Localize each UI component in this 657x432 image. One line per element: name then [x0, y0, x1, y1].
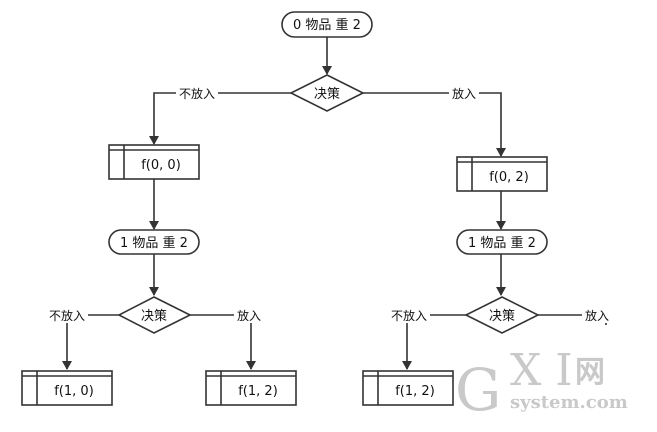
edge-label-right-left: 不放入	[391, 308, 427, 323]
node-item1-right	[456, 229, 548, 255]
label-decision-right: 决策	[489, 308, 515, 324]
watermark: G X I 网 system.com	[455, 345, 628, 424]
edge-label-right-right: 放入	[585, 308, 609, 323]
label-decision-top: 决策	[314, 86, 340, 102]
watermark-net: 网	[575, 355, 605, 390]
watermark-g: G	[455, 356, 501, 424]
node-labels: 0 物品 重 2 决策 f(0, 0) f(0, 2) 1 物品 重 2 1 物…	[54, 17, 536, 399]
edge-label-top-left: 不放入	[179, 86, 215, 101]
watermark-site: system.com	[510, 392, 628, 413]
edge-top-left	[149, 92, 291, 145]
label-item1-right: 1 物品 重 2	[468, 235, 536, 251]
edge-label-left-right: 放入	[237, 308, 261, 323]
node-start	[281, 11, 373, 38]
label-box-f00: f(0, 0)	[141, 158, 181, 173]
edge-labels: 不放入 放入 不放入 放入 不放入 放入	[46, 85, 612, 323]
node-item1-left	[108, 229, 200, 255]
watermark-xi: X I	[510, 345, 573, 396]
edge-label-top-right: 放入	[452, 86, 476, 101]
edge-left-right	[190, 314, 256, 370]
label-decision-left: 决策	[141, 308, 167, 324]
edge-label-left-left: 不放入	[49, 308, 85, 323]
label-box-f02: f(0, 2)	[489, 170, 529, 185]
label-box-f10: f(1, 0)	[54, 384, 94, 399]
label-box-f12-left: f(1, 2)	[238, 384, 278, 399]
nodes	[21, 11, 548, 406]
node-decision-right	[464, 296, 540, 334]
edge-left-left	[62, 314, 119, 370]
label-start: 0 物品 重 2	[293, 17, 361, 33]
edge-top-right	[363, 92, 506, 157]
label-box-f12-right: f(1, 2)	[395, 384, 435, 399]
node-decision-top	[289, 74, 365, 112]
label-item1-left: 1 物品 重 2	[120, 235, 188, 251]
node-decision-left	[117, 296, 192, 334]
